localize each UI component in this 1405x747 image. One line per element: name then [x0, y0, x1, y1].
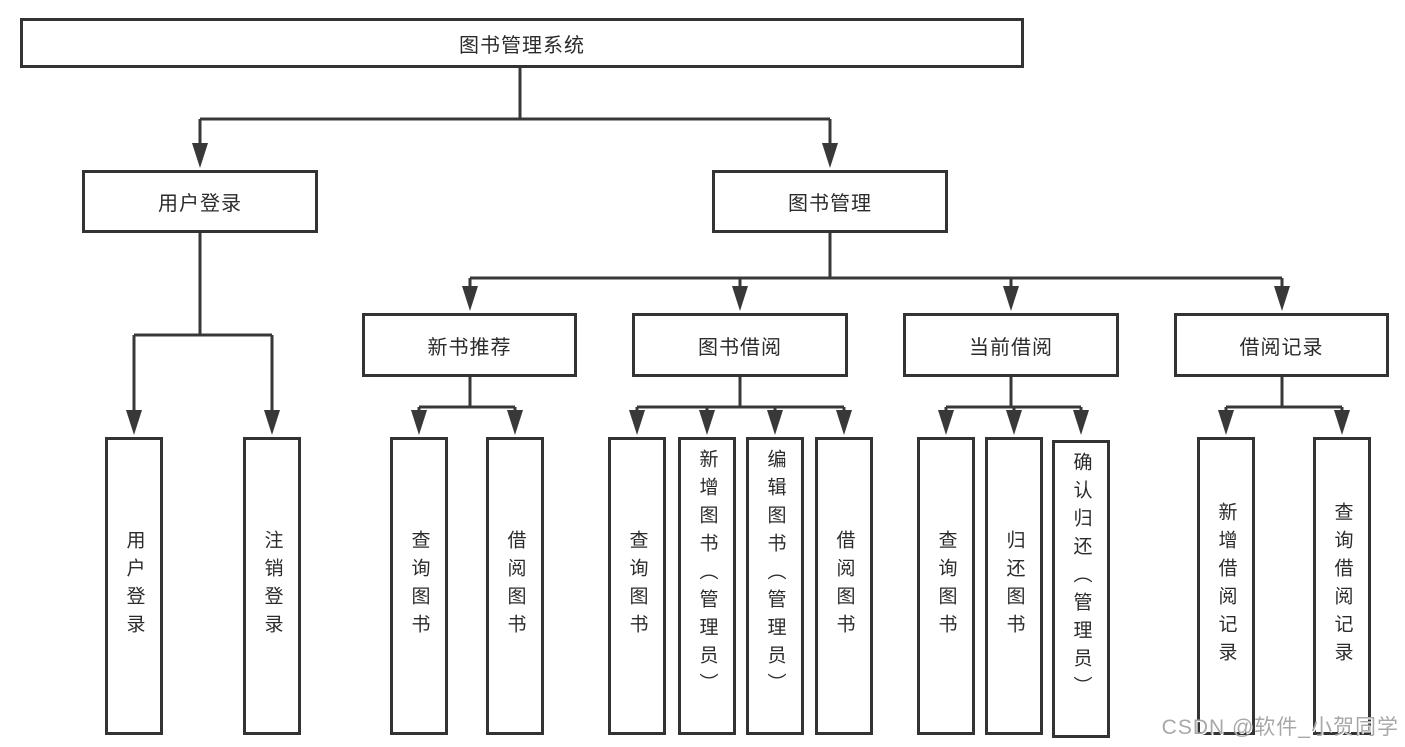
connector-book-mgmt-branch — [468, 233, 1284, 288]
node-borrow-records: 借阅记录 — [1174, 313, 1389, 377]
csdn-watermark: CSDN @软件_小贺同学 — [1161, 716, 1399, 739]
leaf-logout: 注销登录 — [243, 437, 301, 735]
leaf-return-book: 归还图书 — [985, 437, 1043, 735]
arrowheads-current-borrow-leaves — [938, 410, 1089, 435]
leaf-user-login: 用户登录 — [105, 437, 163, 735]
leaf-query-books-rec: 查询图书 — [390, 437, 448, 735]
connector-new-book-rec-branch — [417, 377, 517, 412]
node-book-mgmt: 图书管理 — [712, 170, 948, 233]
connector-borrow-records-branch — [1224, 377, 1344, 412]
node-root: 图书管理系统 — [20, 18, 1024, 68]
leaf-add-book-admin: 新增图书（管理员） — [678, 437, 736, 735]
leaf-borrow-books-rec: 借阅图书 — [486, 437, 544, 735]
arrowheads-new-book-rec-leaves — [411, 410, 523, 435]
leaf-edit-book-admin: 编辑图书（管理员） — [746, 437, 804, 735]
leaf-confirm-return-admin: 确认归还（管理员） — [1052, 440, 1110, 738]
leaf-logout-label: 注销登录 — [261, 530, 283, 642]
connector-current-borrow-branch — [944, 377, 1083, 412]
node-root-label: 图书管理系统 — [459, 34, 585, 57]
leaf-query-books-current-label: 查询图书 — [935, 530, 957, 642]
leaf-return-book-label: 归还图书 — [1003, 530, 1025, 642]
leaf-borrow-books-2-label: 借阅图书 — [833, 530, 855, 642]
node-book-mgmt-label: 图书管理 — [788, 193, 872, 215]
node-current-borrow-label: 当前借阅 — [969, 336, 1053, 359]
node-book-borrow-label: 图书借阅 — [698, 336, 782, 359]
arrowheads-book-borrow-leaves — [629, 410, 852, 435]
leaf-query-books-current: 查询图书 — [917, 437, 975, 735]
leaf-query-borrow-record: 查询借阅记录 — [1313, 437, 1371, 735]
arrowheads-level3 — [462, 286, 1290, 311]
leaf-borrow-books-2: 借阅图书 — [815, 437, 873, 735]
node-new-book-rec: 新书推荐 — [362, 313, 577, 377]
leaf-confirm-return-admin-label: 确认归还（管理员） — [1070, 452, 1092, 704]
leaf-query-books-borrow: 查询图书 — [608, 437, 666, 735]
leaf-borrow-books-rec-label: 借阅图书 — [504, 530, 526, 642]
leaf-add-borrow-record: 新增借阅记录 — [1197, 437, 1255, 735]
leaf-query-borrow-record-label: 查询借阅记录 — [1331, 502, 1353, 670]
node-new-book-rec-label: 新书推荐 — [427, 336, 512, 359]
arrowheads-user-login-leaves — [126, 410, 280, 435]
connector-user-login-branch — [132, 233, 274, 412]
node-user-login-label: 用户登录 — [158, 193, 242, 215]
connector-book-borrow-branch — [635, 377, 846, 412]
leaf-query-books-rec-label: 查询图书 — [408, 530, 430, 642]
leaf-edit-book-admin-label: 编辑图书（管理员） — [764, 449, 786, 701]
node-current-borrow: 当前借阅 — [903, 313, 1119, 377]
node-user-login: 用户登录 — [82, 170, 318, 233]
leaf-user-login-label: 用户登录 — [123, 530, 145, 642]
node-borrow-records-label: 借阅记录 — [1239, 336, 1324, 359]
leaf-add-book-admin-label: 新增图书（管理员） — [696, 449, 718, 701]
leaf-add-borrow-record-label: 新增借阅记录 — [1215, 502, 1237, 670]
connector-root-to-level2 — [198, 68, 832, 146]
leaf-query-books-borrow-label: 查询图书 — [626, 530, 648, 642]
node-book-borrow: 图书借阅 — [632, 313, 848, 377]
arrowheads-level2 — [192, 143, 838, 168]
arrowheads-borrow-records-leaves — [1218, 410, 1350, 435]
